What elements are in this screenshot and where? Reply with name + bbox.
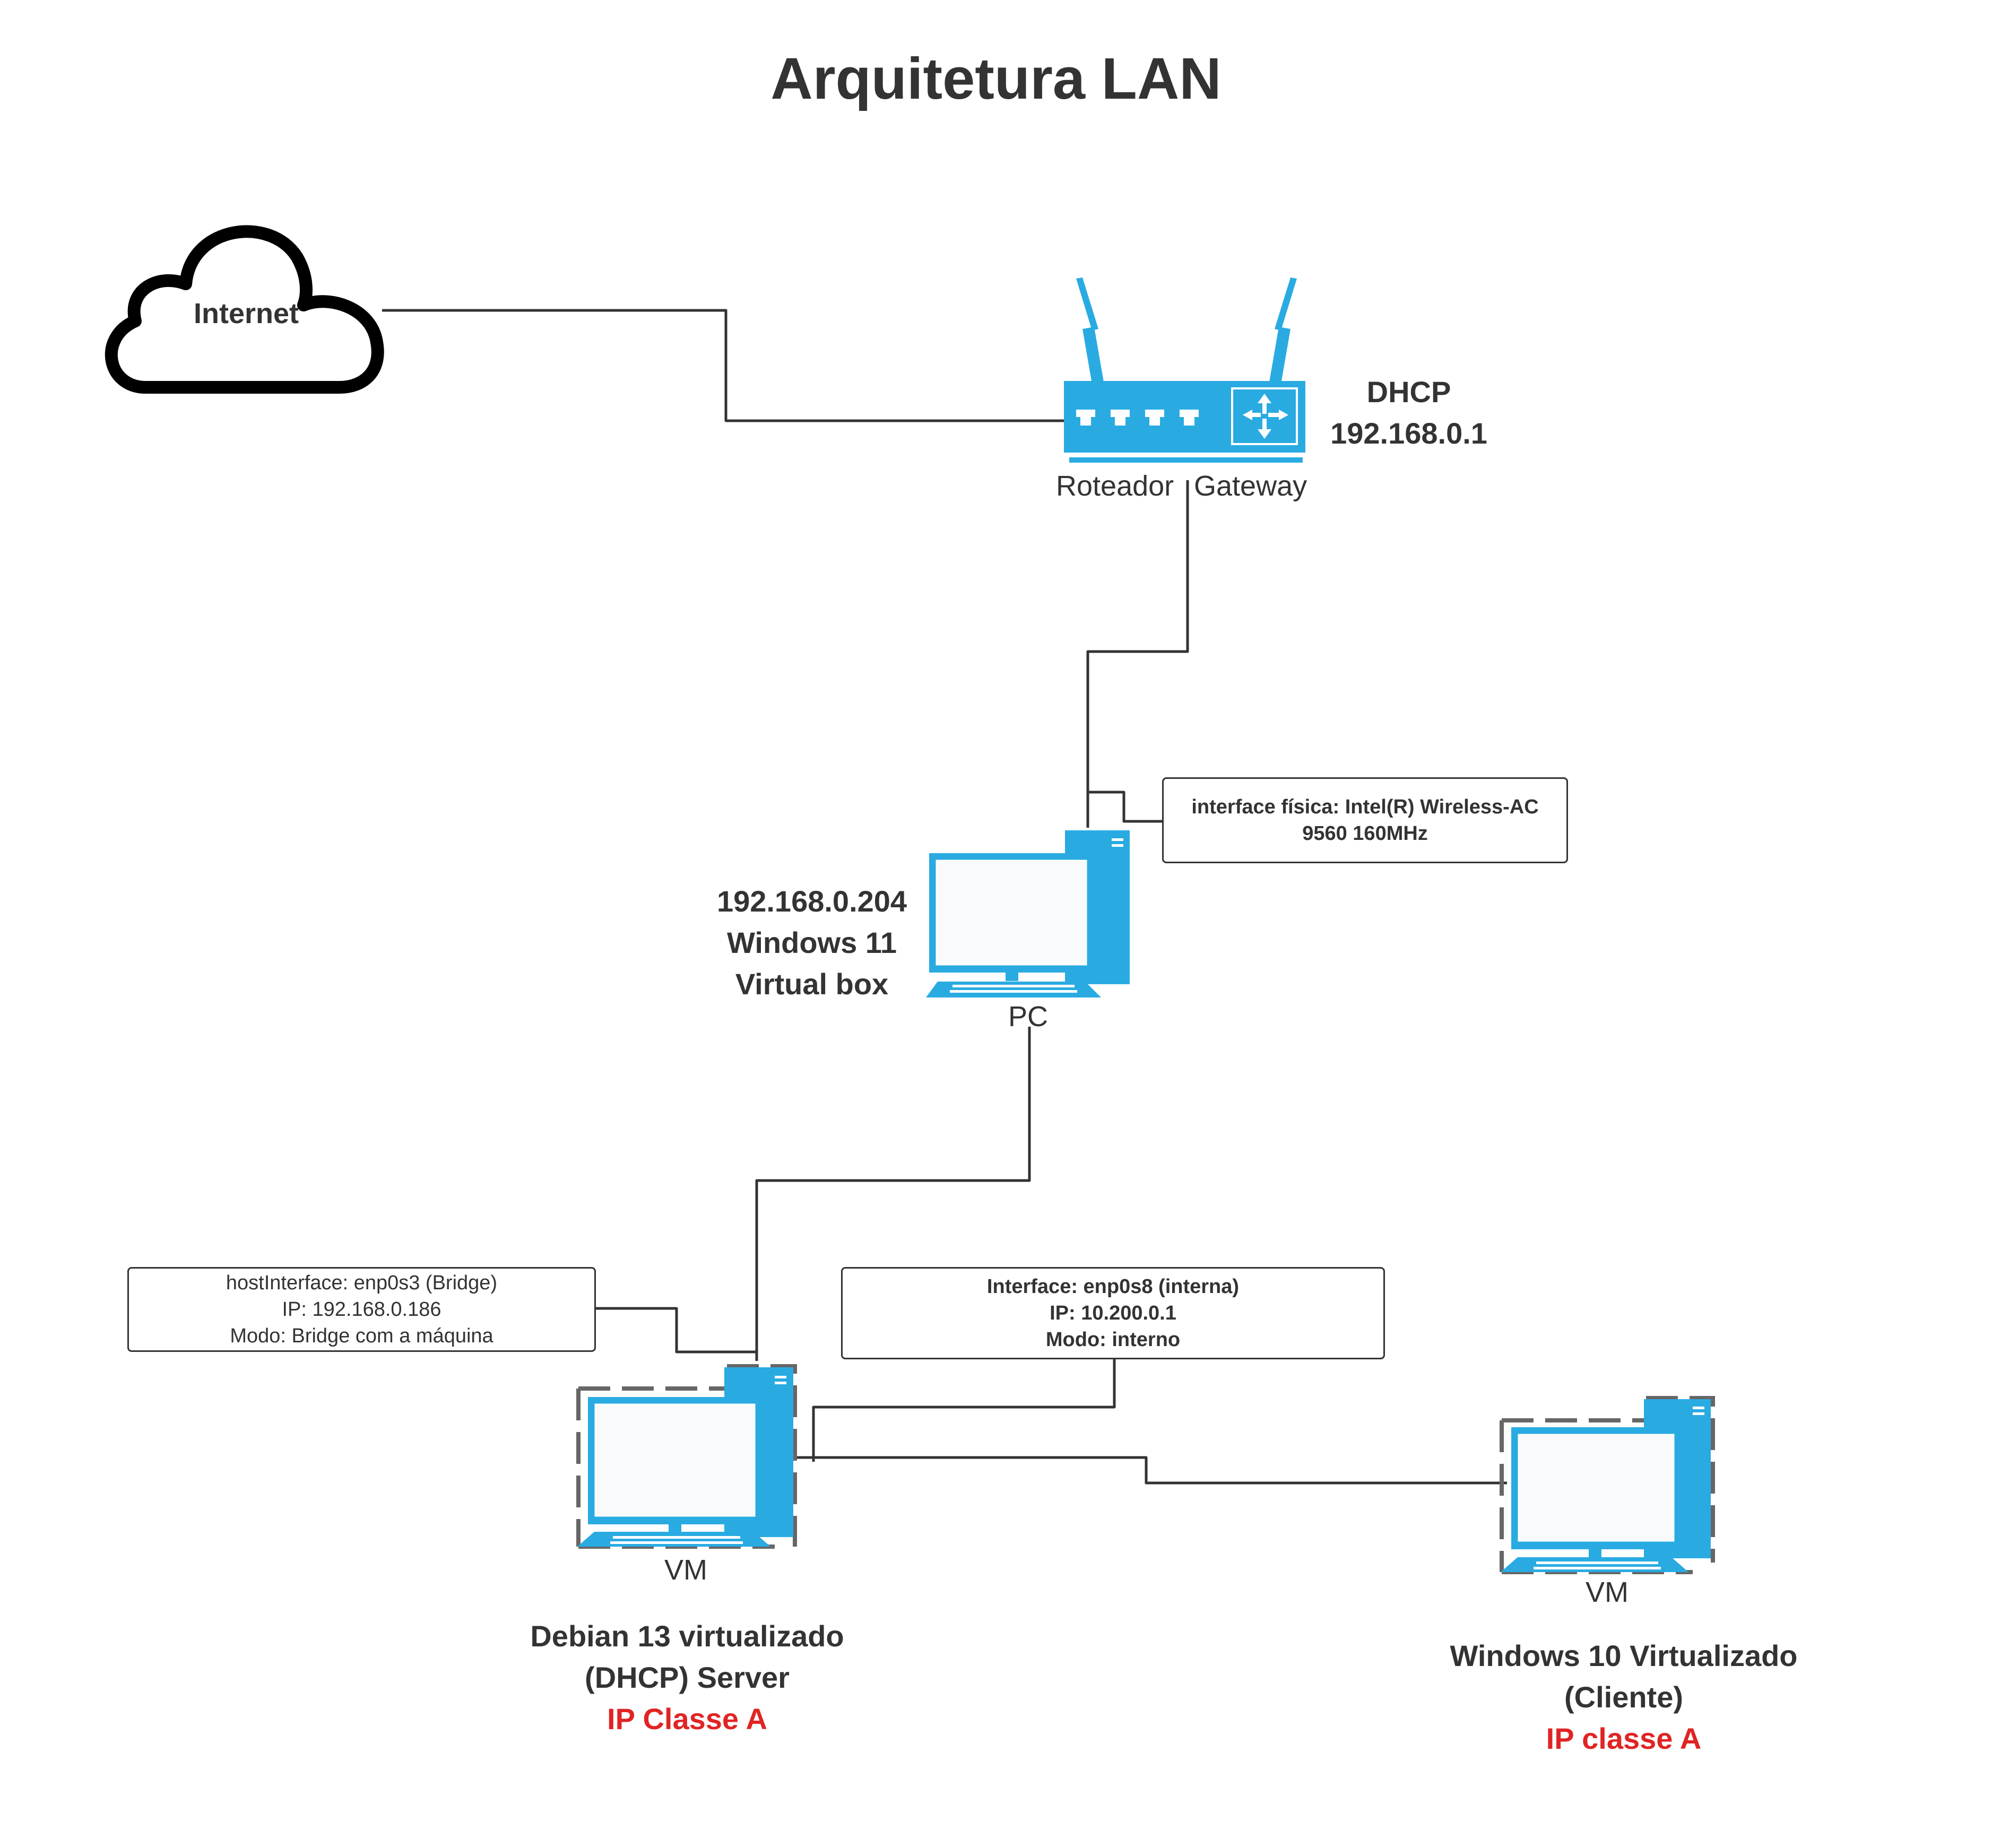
router-label-left: Roteador	[1056, 470, 1174, 502]
pc-label: PC	[1008, 1001, 1049, 1033]
router-ip-text: 192.168.0.1	[1330, 417, 1487, 450]
link-debian-windows	[796, 1456, 1507, 1485]
debian-vm-label: VM	[664, 1554, 707, 1586]
windows-os-text: Windows 10 Virtualizado	[1450, 1639, 1798, 1672]
pc-ip-text: 192.168.0.204	[716, 884, 907, 918]
pc-info: 192.168.0.204 Windows 11 Virtual box	[700, 881, 923, 1005]
link-pc-note	[1088, 791, 1162, 823]
internal-note-line-3: Modo: interno	[1045, 1329, 1181, 1351]
pc-interface-note: interface física: Intel(R) Wireless-AC 9…	[1162, 777, 1568, 863]
debian-bridge-note: hostInterface: enp0s3 (Bridge) IP: 192.1…	[127, 1267, 596, 1352]
debian-os-text: Debian 13 virtualizado	[530, 1619, 844, 1653]
virtual-machine-icon	[576, 1364, 797, 1549]
pc-note-line-2: 9560 160MHz	[1302, 822, 1428, 845]
debian-vm-info: Debian 13 virtualizado (DHCP) Server IP …	[504, 1616, 870, 1740]
internet-label: Internet	[194, 298, 299, 329]
debian-internal-note: Interface: enp0s8 (interna) IP: 10.200.0…	[841, 1267, 1385, 1359]
router-dhcp-text: DHCP	[1366, 375, 1451, 409]
link-bridge-note	[596, 1307, 757, 1354]
windows-vm-info: Windows 10 Virtualizado (Cliente) IP cla…	[1422, 1635, 1825, 1759]
router-icon	[1064, 277, 1305, 463]
link-router-pc	[1086, 480, 1189, 828]
desktop-computer-icon	[926, 830, 1130, 997]
link-internal-note	[812, 1359, 1116, 1462]
debian-ip-class-text: IP Classe A	[607, 1702, 767, 1736]
windows-ip-class-text: IP classe A	[1546, 1722, 1702, 1755]
link-internet-router	[382, 309, 1067, 422]
page-title: Arquitetura LAN	[770, 46, 1222, 111]
bridge-note-line-1: hostInterface: enp0s3 (Bridge)	[226, 1272, 498, 1294]
bridge-note-line-3: Modo: Bridge com a máquina	[230, 1325, 493, 1347]
virtual-machine-icon	[1500, 1396, 1715, 1574]
pc-note-line-1: interface física: Intel(R) Wireless-AC	[1191, 796, 1539, 818]
link-pc-debian	[755, 1027, 1031, 1361]
windows-vm-label: VM	[1586, 1576, 1629, 1608]
router-info: DHCP 192.168.0.1	[1300, 371, 1518, 454]
router-label-right: Gateway	[1194, 470, 1307, 502]
cloud-icon	[105, 225, 384, 394]
pc-hypervisor-text: Virtual box	[735, 967, 889, 1001]
debian-role-text: (DHCP) Server	[585, 1661, 790, 1694]
internal-note-line-2: IP: 10.200.0.1	[1050, 1302, 1176, 1324]
windows-role-text: (Cliente)	[1564, 1680, 1683, 1714]
pc-os-text: Windows 11	[726, 926, 897, 959]
bridge-note-line-2: IP: 192.168.0.186	[282, 1298, 441, 1321]
internal-note-line-1: Interface: enp0s8 (interna)	[986, 1276, 1240, 1298]
